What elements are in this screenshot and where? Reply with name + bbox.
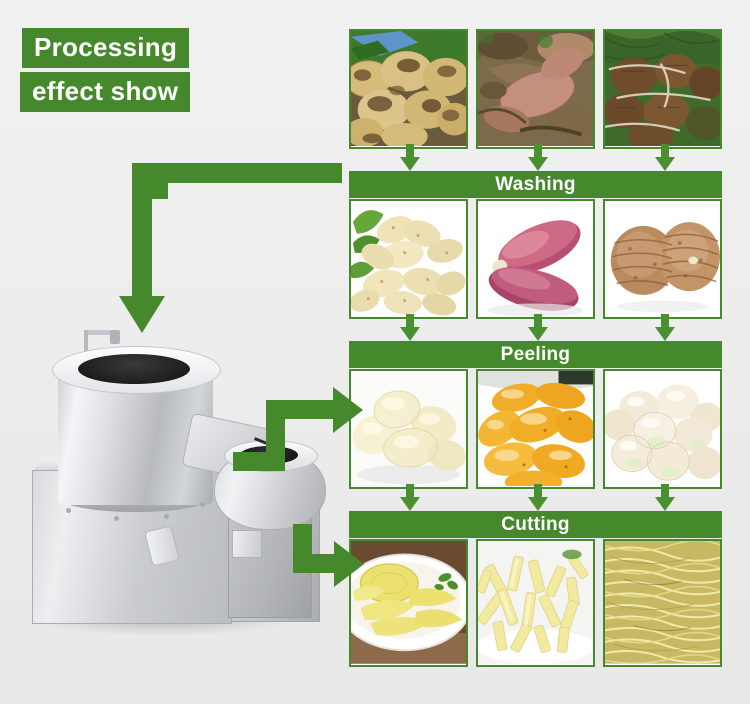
image-peeled-potatoes bbox=[349, 369, 468, 489]
machine-bolt bbox=[200, 502, 205, 507]
down-arrow-icon bbox=[528, 144, 548, 172]
machine-handle bbox=[232, 530, 262, 558]
water-pipe-horizontal bbox=[84, 330, 118, 335]
arrow-head bbox=[333, 387, 363, 433]
machine-photo bbox=[18, 330, 326, 660]
stage-row-raw bbox=[349, 29, 722, 149]
arrow-segment bbox=[293, 554, 339, 573]
arrow-machine-to-cutting bbox=[293, 524, 368, 604]
raw-sweet-potatoes-photo bbox=[478, 31, 593, 146]
stage-row-washing bbox=[349, 199, 722, 319]
down-arrow-icon bbox=[655, 484, 675, 512]
elbow-arrow-to-machine bbox=[119, 163, 342, 341]
arrow-segment bbox=[266, 400, 338, 419]
image-raw-taro bbox=[603, 29, 722, 149]
raw-potatoes-photo bbox=[351, 31, 466, 146]
water-tap-icon bbox=[110, 330, 120, 344]
image-potato-slices bbox=[349, 539, 468, 667]
down-arrow-icon bbox=[400, 144, 420, 172]
stage-label-washing: Washing bbox=[349, 171, 722, 198]
stage-row-cutting bbox=[349, 539, 722, 667]
stage-label-text: Washing bbox=[495, 173, 576, 195]
potato-sticks-photo bbox=[478, 541, 593, 664]
down-arrow-icon bbox=[655, 314, 675, 342]
potato-shreds-photo bbox=[605, 541, 720, 664]
arrow-machine-to-peeling bbox=[233, 387, 368, 493]
machine-bolt bbox=[114, 516, 119, 521]
page-title-line2: effect show bbox=[20, 72, 191, 112]
machine-drum-opening bbox=[78, 354, 190, 384]
washed-taro-photo bbox=[605, 201, 720, 316]
stage-label-peeling: Peeling bbox=[349, 341, 722, 368]
image-raw-sweet-potatoes bbox=[476, 29, 595, 149]
down-arrow-icon bbox=[528, 484, 548, 512]
image-washed-sweet-potatoes bbox=[476, 199, 595, 319]
process-image-grid bbox=[349, 29, 722, 675]
peeled-sweet-potatoes-photo bbox=[478, 371, 593, 486]
peeled-taro-photo bbox=[605, 371, 720, 486]
raw-taro-photo bbox=[605, 31, 720, 146]
potato-slices-photo bbox=[351, 541, 466, 664]
machine-bolt bbox=[164, 514, 169, 519]
image-raw-potatoes bbox=[349, 29, 468, 149]
stage-label-cutting: Cutting bbox=[349, 511, 722, 538]
page-title-line1: Processing bbox=[22, 28, 190, 68]
down-arrow-icon bbox=[655, 144, 675, 172]
elbow-arrow-corner bbox=[132, 163, 168, 199]
stage-label-text: Peeling bbox=[500, 343, 571, 365]
image-potato-shreds bbox=[603, 539, 722, 667]
image-washed-potatoes bbox=[349, 199, 468, 319]
down-arrow-icon bbox=[528, 314, 548, 342]
arrow-head bbox=[334, 541, 364, 587]
image-potato-sticks bbox=[476, 539, 595, 667]
image-peeled-taro bbox=[603, 369, 722, 489]
page-title: Processing effect show bbox=[20, 28, 191, 112]
stage-label-text: Cutting bbox=[501, 513, 570, 535]
image-washed-taro bbox=[603, 199, 722, 319]
washed-potatoes-photo bbox=[351, 201, 466, 316]
stage-row-peeling bbox=[349, 369, 722, 489]
machine-bolt bbox=[66, 508, 71, 513]
washed-sweet-potatoes-photo bbox=[478, 201, 593, 316]
down-arrow-icon bbox=[400, 314, 420, 342]
peeled-potatoes-photo bbox=[351, 371, 466, 486]
elbow-arrow-head bbox=[119, 296, 165, 333]
image-peeled-sweet-potatoes bbox=[476, 369, 595, 489]
down-arrow-icon bbox=[400, 484, 420, 512]
elbow-arrow-horizontal-segment bbox=[137, 163, 342, 183]
